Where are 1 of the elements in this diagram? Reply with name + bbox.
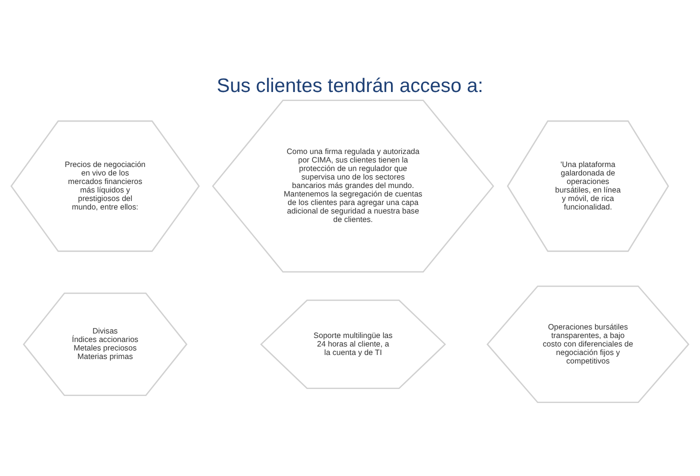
diagram-title: Sus clientes tendrán acceso a: bbox=[216, 74, 484, 97]
